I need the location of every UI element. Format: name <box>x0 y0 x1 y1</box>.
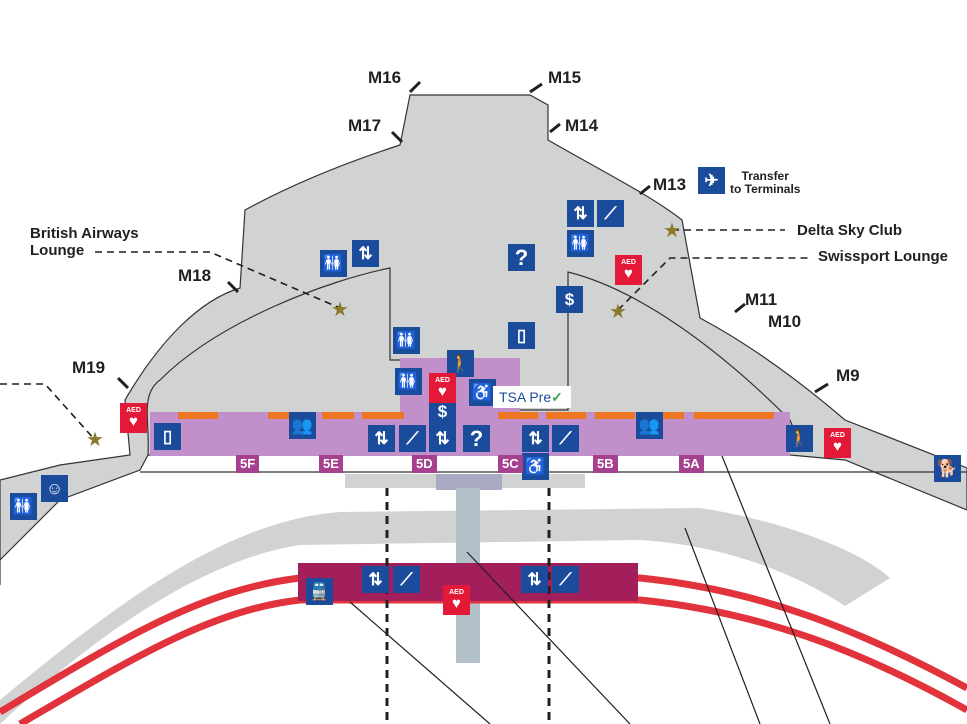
information-icon: ? <box>508 244 535 271</box>
restroom-icon: 🚻 <box>393 327 420 354</box>
gate-5a: 5A <box>679 455 704 473</box>
gate-m11: M11 <box>745 290 778 309</box>
aed-icon: AED♥ <box>429 373 456 403</box>
train-icon: 🚆 <box>306 578 333 605</box>
star-icon: ★ <box>86 429 104 451</box>
inner-wall-left <box>146 267 440 456</box>
escalator-icon: ⟋ <box>552 425 579 452</box>
terminal-building <box>0 94 967 585</box>
elevator-icon: ▯ <box>508 322 535 349</box>
gate-m18: M18 <box>178 266 212 285</box>
elevator-icon: ⇅ <box>368 425 395 452</box>
elevator-icon: ⇅ <box>522 425 549 452</box>
aed-icon: AED♥ <box>824 428 851 458</box>
swissport-lounge-label: Swissport Lounge <box>818 248 949 265</box>
escalator-icon: ⟋ <box>597 200 624 227</box>
gate-m16: M16 <box>368 68 402 87</box>
inner-wall-right <box>440 271 801 446</box>
currency-exchange-icon: $ <box>556 286 583 313</box>
gate-5b: 5B <box>593 455 618 473</box>
gate-5e: 5E <box>319 455 343 473</box>
escalator-icon: ⟋ <box>393 566 420 593</box>
gate-5d: 5D <box>412 455 437 473</box>
escalator-icon: ⟋ <box>552 566 579 593</box>
gate-m15: M15 <box>548 68 582 87</box>
gate-m10: M10 <box>768 312 802 331</box>
star-icon: ★ <box>663 220 681 242</box>
baggage-traveler-icon: 🚶 <box>447 350 474 377</box>
star-icon: ★ <box>609 301 627 323</box>
gate-m17: M17 <box>348 116 382 135</box>
elevator-icon: ⇅ <box>521 566 548 593</box>
baggage-traveler-icon: 🚶 <box>786 425 813 452</box>
aed-icon: AED♥ <box>120 403 147 433</box>
elevator-icon: ⇅ <box>362 566 389 593</box>
gate-m19: M19 <box>72 358 106 377</box>
nursing-room-icon: ☺ <box>41 475 68 502</box>
gate-5c: 5C <box>498 455 523 473</box>
aed-icon: AED♥ <box>615 255 642 285</box>
star-icon: ★ <box>331 299 349 321</box>
service-desk-icon: 👥 <box>636 412 663 439</box>
elevator-icon: ⇅ <box>567 200 594 227</box>
lounge-stars: ★ ★ ★ ★ <box>86 220 681 451</box>
apron-area <box>0 508 890 724</box>
delta-sky-club-label: Delta Sky Club <box>797 222 903 239</box>
restroom-icon: 🚻 <box>567 230 594 257</box>
elevator-atm-icon: ⇅ <box>429 425 456 452</box>
service-desk-icon: 👥 <box>289 412 316 439</box>
elevator-icon: ▯ <box>154 423 181 450</box>
restroom-icon: 🚻 <box>10 493 37 520</box>
wheelchair-assistance-icon: ♿ <box>469 379 496 406</box>
pet-relief-icon: 🐕 <box>934 455 961 482</box>
wheelchair-icon: ♿ <box>522 453 549 480</box>
information-icon: ? <box>463 425 490 452</box>
restroom-icon: 🚻 <box>395 368 422 395</box>
restroom-icon: 🚻 <box>320 250 347 277</box>
aed-icon: AED♥ <box>443 585 470 615</box>
gate-m13: M13 <box>653 175 687 194</box>
gate-m14: M14 <box>565 116 599 135</box>
tsa-precheck-badge: TSA Pre✓ <box>493 386 571 408</box>
airplane-transfer-icon: ✈ <box>698 167 725 194</box>
gate-m9: M9 <box>836 366 860 385</box>
escalator-icon: ⟋ <box>399 425 426 452</box>
elevator-atm-icon: ⇅ <box>352 240 379 267</box>
gate-5f: 5F <box>236 455 260 473</box>
